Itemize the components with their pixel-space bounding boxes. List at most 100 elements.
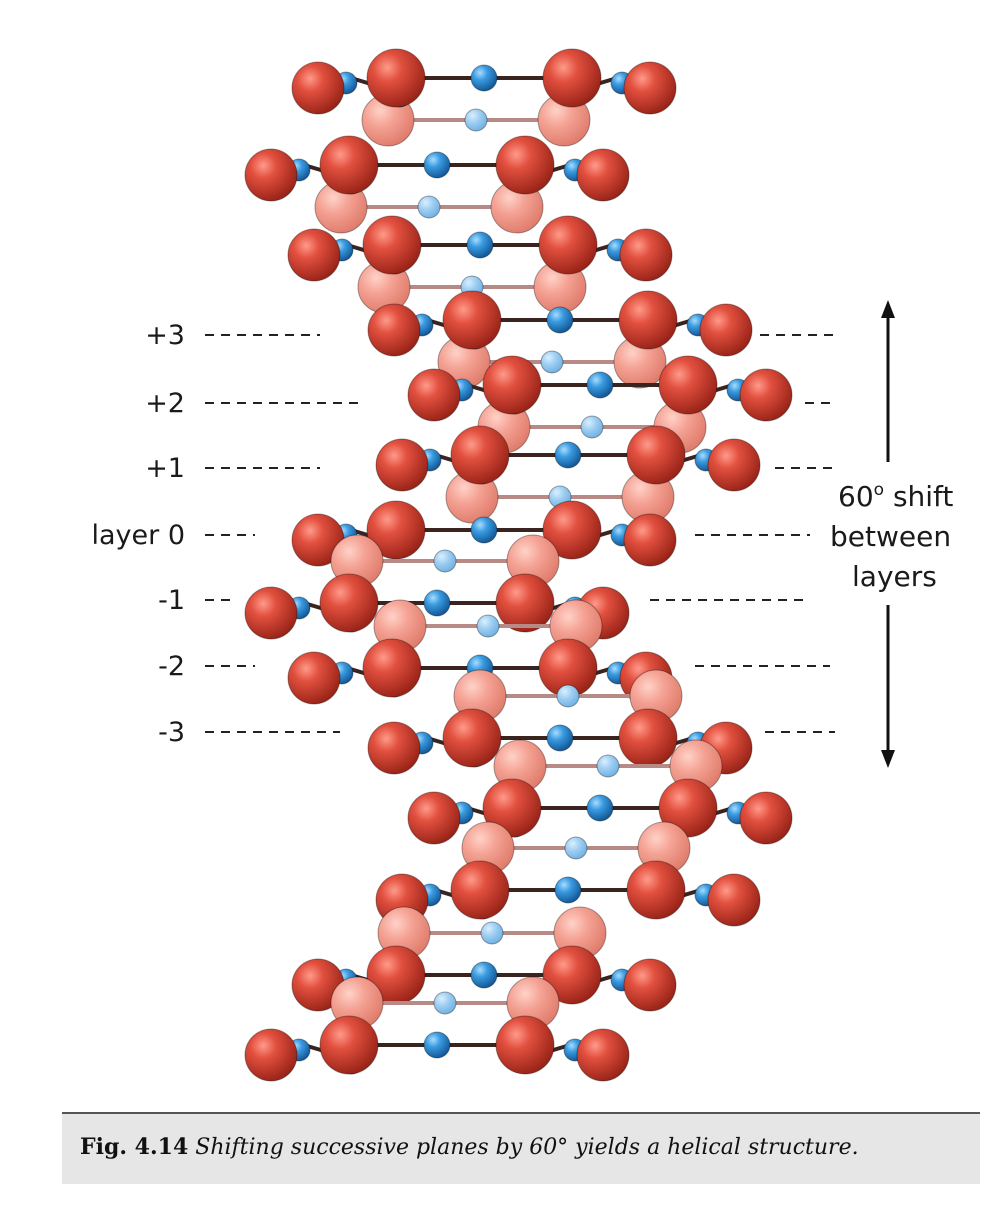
nitrogen-atom xyxy=(546,724,574,752)
nitrogen-atom xyxy=(554,876,582,904)
molecule-layer xyxy=(375,821,761,927)
caption-text: Shifting successive planes by 60° yields… xyxy=(188,1135,859,1160)
oxygen-atom xyxy=(626,860,686,920)
oxygen-atom xyxy=(450,425,510,485)
nitrogen-atom xyxy=(423,151,451,179)
oxygen-atom xyxy=(375,438,429,492)
oxygen-atom xyxy=(362,215,422,275)
ghost-nitrogen-atom xyxy=(564,836,588,860)
oxygen-atom xyxy=(450,860,510,920)
oxygen-atom xyxy=(623,513,677,567)
oxygen-atom xyxy=(366,48,426,108)
oxygen-atom xyxy=(542,945,602,1005)
ghost-nitrogen-atom xyxy=(480,921,504,945)
layer-label: +2 xyxy=(145,388,185,419)
oxygen-atom xyxy=(626,425,686,485)
shift-label-line3: layers xyxy=(852,560,937,593)
oxygen-atom xyxy=(542,500,602,560)
layer-label: -2 xyxy=(158,651,185,682)
oxygen-atom xyxy=(699,303,753,357)
oxygen-atom xyxy=(287,651,341,705)
arrowhead-up-icon xyxy=(881,300,895,318)
nitrogen-atom xyxy=(586,794,614,822)
nitrogen-atom xyxy=(546,306,574,334)
ghost-nitrogen-atom xyxy=(476,614,500,638)
shift-annotation: 60o shift between layers xyxy=(830,300,953,768)
ghost-nitrogen-atom xyxy=(433,549,457,573)
oxygen-atom xyxy=(244,1028,298,1082)
layer-labels: +3 +2 +1 layer 0 -1 -2 -3 xyxy=(92,320,835,748)
nitrogen-atom xyxy=(470,516,498,544)
molecule-layer xyxy=(291,48,677,147)
arrowhead-down-icon xyxy=(881,750,895,768)
figure-caption: Fig. 4.14 Shifting successive planes by … xyxy=(62,1112,980,1184)
ghost-nitrogen-atom xyxy=(464,108,488,132)
oxygen-atom xyxy=(367,303,421,357)
shift-label-line2: between xyxy=(830,520,951,553)
helical-structure-diagram: +3 +2 +1 layer 0 -1 -2 -3 60o shift between la… xyxy=(92,48,953,1082)
layer-label: -3 xyxy=(158,717,185,748)
oxygen-atom xyxy=(319,1015,379,1075)
oxygen-atom xyxy=(542,48,602,108)
layer-label: +3 xyxy=(145,320,185,351)
oxygen-atom xyxy=(367,721,421,775)
layer-label: +1 xyxy=(145,453,185,484)
nitrogen-atom xyxy=(423,1031,451,1059)
oxygen-atom xyxy=(291,61,345,115)
oxygen-atom xyxy=(495,573,555,633)
oxygen-atom xyxy=(442,708,502,768)
nitrogen-atom xyxy=(470,64,498,92)
molecule-layer xyxy=(287,599,673,705)
oxygen-atom xyxy=(618,290,678,350)
oxygen-atom xyxy=(319,573,379,633)
oxygen-atom xyxy=(538,215,598,275)
molecule-layer xyxy=(407,739,793,845)
oxygen-atom xyxy=(707,873,761,927)
oxygen-atom xyxy=(244,586,298,640)
oxygen-atom xyxy=(495,135,555,195)
oxygen-atom xyxy=(618,708,678,768)
molecule-layer xyxy=(367,290,753,389)
oxygen-atom xyxy=(482,355,542,415)
molecule-layer xyxy=(291,500,677,567)
shift-label-line1: 60o shift xyxy=(838,480,953,513)
oxygen-atom xyxy=(362,638,422,698)
nitrogen-atom xyxy=(586,371,614,399)
oxygen-atom xyxy=(442,290,502,350)
molecule-layer xyxy=(375,425,761,524)
oxygen-atom xyxy=(244,148,298,202)
oxygen-atom xyxy=(623,61,677,115)
oxygen-atom xyxy=(407,368,461,422)
oxygen-atom xyxy=(576,148,630,202)
nitrogen-atom xyxy=(423,589,451,617)
ghost-nitrogen-atom xyxy=(417,195,441,219)
oxygen-atom xyxy=(319,135,379,195)
oxygen-atom xyxy=(619,228,673,282)
nitrogen-atom xyxy=(470,961,498,989)
ghost-nitrogen-atom xyxy=(580,415,604,439)
molecule-layer xyxy=(407,355,793,454)
ghost-nitrogen-atom xyxy=(596,754,620,778)
oxygen-atom xyxy=(287,228,341,282)
oxygen-atom xyxy=(495,1015,555,1075)
oxygen-atom xyxy=(623,958,677,1012)
oxygen-atom xyxy=(482,778,542,838)
molecule-layer xyxy=(287,215,673,314)
ghost-nitrogen-atom xyxy=(433,991,457,1015)
layer-label: layer 0 xyxy=(92,520,186,551)
ghost-nitrogen-atom xyxy=(540,350,564,374)
oxygen-atom xyxy=(407,791,461,845)
oxygen-atom xyxy=(707,438,761,492)
oxygen-atom xyxy=(739,791,793,845)
oxygen-atom xyxy=(658,355,718,415)
molecule-layer xyxy=(244,976,630,1082)
nitrogen-atom xyxy=(466,231,494,259)
nitrogen-atom xyxy=(554,441,582,469)
oxygen-atom xyxy=(739,368,793,422)
layer-label: -1 xyxy=(158,585,185,616)
ghost-nitrogen-atom xyxy=(556,684,580,708)
oxygen-atom xyxy=(576,1028,630,1082)
figure-number: Fig. 4.14 xyxy=(80,1134,189,1160)
molecule-layer xyxy=(244,135,630,234)
molecule-stack xyxy=(244,48,793,1082)
